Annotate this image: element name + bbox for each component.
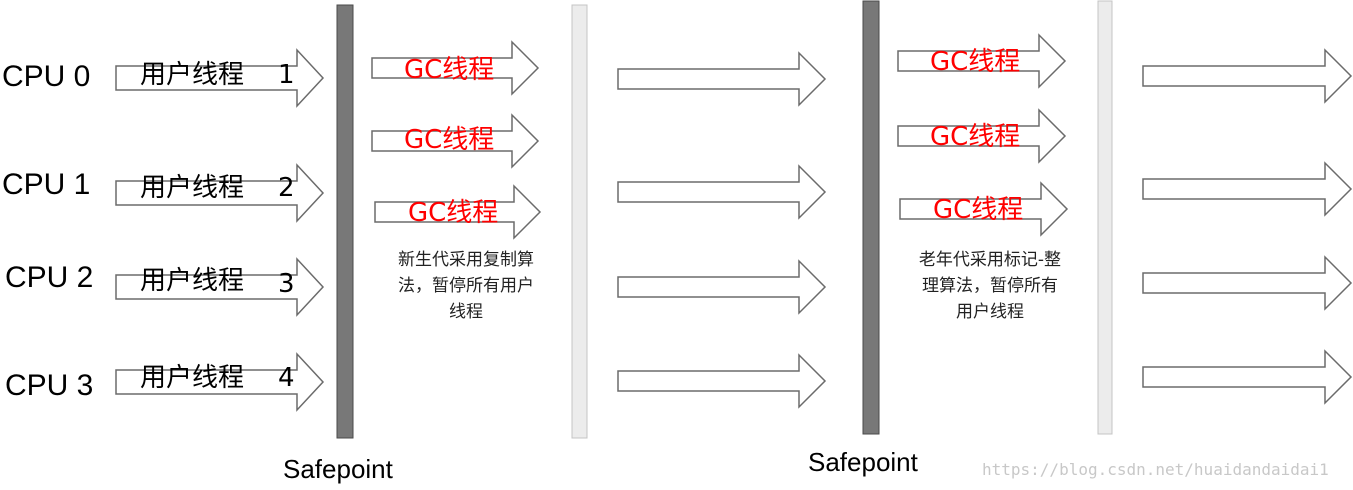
safepoint-label-2: Safepoint [808, 447, 919, 477]
young-gen-note: 新生代采用复制算 法，暂停所有用户 线程 [398, 250, 534, 322]
young-gc-arrow-2: GC线程 [374, 184, 542, 240]
old-gc-arrow-1: GC线程 [897, 108, 1067, 164]
old-gen-note-line-0: 老年代采用标记-整 [919, 250, 1061, 270]
cpu-label-0: CPU 0 [2, 60, 90, 93]
young-gc-arrow-0: GC线程 [371, 40, 540, 96]
resumed-thread-arrow-0 [617, 51, 827, 107]
old-gc-label-2: GC线程 [933, 195, 1023, 225]
user-thread-label-1: 用户线程 [140, 173, 244, 203]
old-gen-note-line-1: 理算法，暂停所有 [922, 276, 1058, 296]
user-thread-arrow-1: 用户线程 2 [115, 163, 325, 223]
resumed-thread-arrow-2 [617, 259, 827, 315]
final-thread-arrow-3 [1142, 349, 1353, 405]
user-thread-arrow-3: 用户线程 4 [115, 352, 325, 412]
user-thread-label-3: 用户线程 [140, 363, 244, 393]
user-thread-number-1: 2 [278, 173, 295, 203]
final-thread-arrow-0 [1142, 48, 1353, 104]
user-thread-arrow-0: 用户线程 1 [115, 48, 325, 108]
young-gc-label-0: GC线程 [404, 55, 494, 85]
old-gen-note-line-2: 用户线程 [956, 302, 1024, 322]
user-thread-number-0: 1 [278, 60, 295, 90]
final-thread-arrow-1 [1142, 161, 1353, 217]
resume-bar-2 [1097, 0, 1113, 435]
final-thread-arrow-2 [1142, 255, 1353, 311]
resumed-thread-arrow-3 [617, 353, 827, 409]
user-thread-label-2: 用户线程 [140, 266, 244, 296]
user-thread-label-0: 用户线程 [140, 60, 244, 90]
old-gc-arrow-0: GC线程 [897, 33, 1067, 89]
old-gc-label-1: GC线程 [930, 122, 1020, 152]
user-thread-arrow-2: 用户线程 3 [115, 257, 325, 317]
old-gc-label-0: GC线程 [930, 47, 1020, 77]
user-thread-number-2: 3 [278, 269, 295, 299]
young-gc-label-2: GC线程 [408, 198, 498, 228]
safepoint-bar-2 [862, 0, 880, 435]
resume-bar-1 [571, 4, 588, 439]
safepoint-bar-1 [336, 4, 354, 439]
cpu-label-1: CPU 1 [2, 168, 90, 201]
cpu-label-2: CPU 2 [5, 261, 93, 294]
safepoint-label-1: Safepoint [283, 454, 394, 484]
resumed-thread-arrow-1 [617, 164, 827, 220]
young-gen-note-line-0: 新生代采用复制算 [398, 250, 534, 270]
young-gc-arrow-1: GC线程 [371, 113, 540, 169]
user-thread-number-3: 4 [278, 363, 295, 393]
cpu-label-3: CPU 3 [5, 369, 93, 402]
old-gen-note: 老年代采用标记-整 理算法，暂停所有 用户线程 [919, 250, 1061, 322]
watermark: https://blog.csdn.net/huaidandaidai1 [982, 460, 1329, 479]
young-gen-note-line-2: 线程 [449, 302, 483, 322]
old-gc-arrow-2: GC线程 [899, 181, 1069, 237]
young-gc-label-1: GC线程 [404, 125, 494, 155]
young-gen-note-line-1: 法，暂停所有用户 [398, 276, 534, 296]
